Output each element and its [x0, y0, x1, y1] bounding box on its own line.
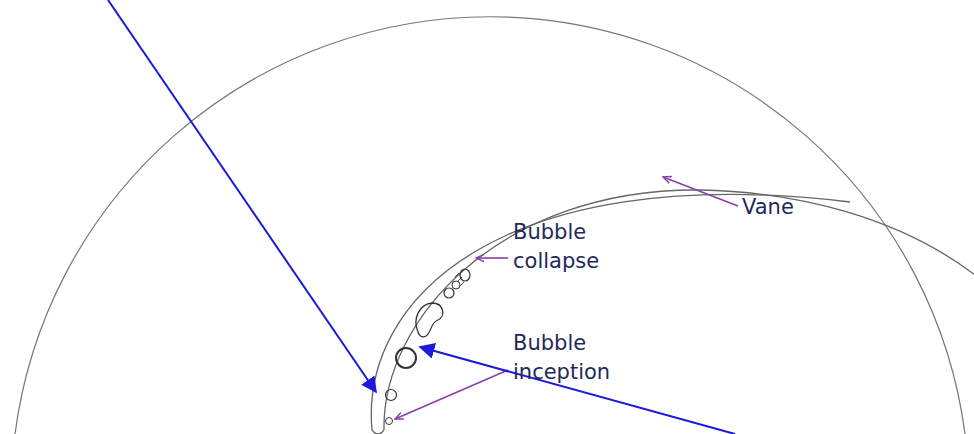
vane-outer-edge	[371, 194, 850, 430]
vane-inner-edge	[384, 190, 974, 430]
bubbles	[386, 269, 471, 425]
part-label: Vane	[742, 193, 794, 222]
casing-arc	[15, 17, 965, 434]
part-label: Bubble inception	[513, 329, 610, 387]
part-label: Bubble collapse	[513, 218, 599, 276]
vane-tip	[372, 430, 384, 434]
vane-leader	[663, 177, 738, 206]
collapse-leader	[476, 257, 508, 259]
pointer-arrow	[108, 0, 376, 392]
inception-leader	[395, 370, 508, 419]
